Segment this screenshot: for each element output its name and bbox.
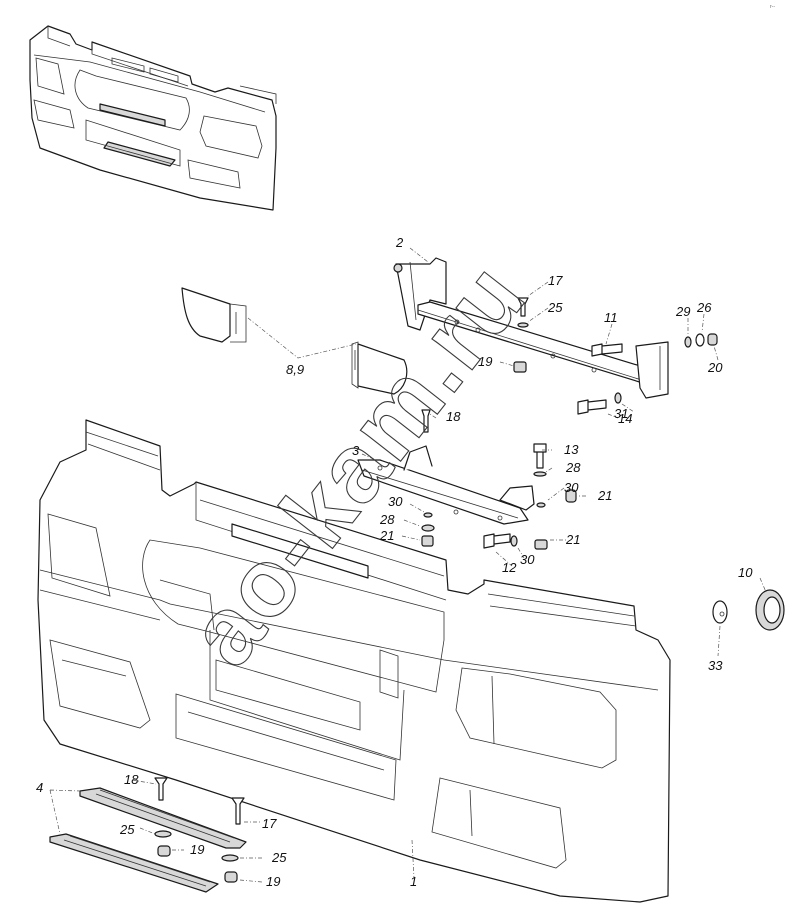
callout-labels: 1 2 3 4 8,9 10 11 12 13 14 17 17 18 18 1…	[36, 235, 753, 889]
callout-21-right-upper: 21	[597, 488, 612, 503]
end-cap-right	[351, 341, 408, 395]
leader-lines	[49, 247, 767, 883]
callout-33: 33	[708, 658, 723, 673]
callout-29: 29	[675, 304, 690, 319]
corner-mark: r--	[770, 4, 775, 10]
callout-11: 11	[604, 310, 618, 325]
callout-19-upper: 19	[478, 354, 492, 369]
callout-12: 12	[502, 560, 517, 575]
main-bumper	[37, 419, 671, 903]
callout-3: 3	[352, 443, 360, 458]
fasteners	[154, 297, 785, 883]
step-plate-upper	[79, 787, 247, 849]
callout-30-right: 30	[564, 480, 579, 495]
callout-21-left: 21	[379, 528, 394, 543]
callout-30-left: 30	[388, 494, 403, 509]
callout-17-lower: 17	[262, 816, 277, 831]
callout-30-bottom: 30	[520, 552, 535, 567]
callout-26: 26	[696, 300, 712, 315]
callout-25-middle: 25	[119, 822, 135, 837]
callout-31: 31	[614, 406, 628, 421]
callout-28-left: 28	[379, 512, 395, 527]
callout-20: 20	[707, 360, 723, 375]
callout-28-right: 28	[565, 460, 581, 475]
upper-bracket	[393, 257, 669, 399]
callout-1: 1	[410, 874, 417, 889]
callout-19-middle: 19	[190, 842, 204, 857]
callout-10: 10	[738, 565, 753, 580]
lower-bracket	[357, 445, 535, 525]
callout-4: 4	[36, 780, 43, 795]
step-plate-lower	[49, 833, 219, 893]
callout-18-upper: 18	[446, 409, 461, 424]
reference-bumper-thumbnail	[29, 25, 277, 211]
callout-8-9: 8,9	[286, 362, 304, 377]
callout-25-upper: 25	[547, 300, 563, 315]
callout-19-lower: 19	[266, 874, 280, 889]
callout-21-right-lower: 21	[565, 532, 580, 547]
callout-18-lower: 18	[124, 772, 139, 787]
leader-8-9	[247, 317, 357, 359]
callout-17-upper: 17	[548, 273, 563, 288]
callout-2: 2	[395, 235, 404, 250]
callout-13: 13	[564, 442, 579, 457]
callout-14: 14	[618, 411, 632, 426]
end-cap-left	[181, 287, 247, 343]
callout-25-lower: 25	[271, 850, 287, 865]
